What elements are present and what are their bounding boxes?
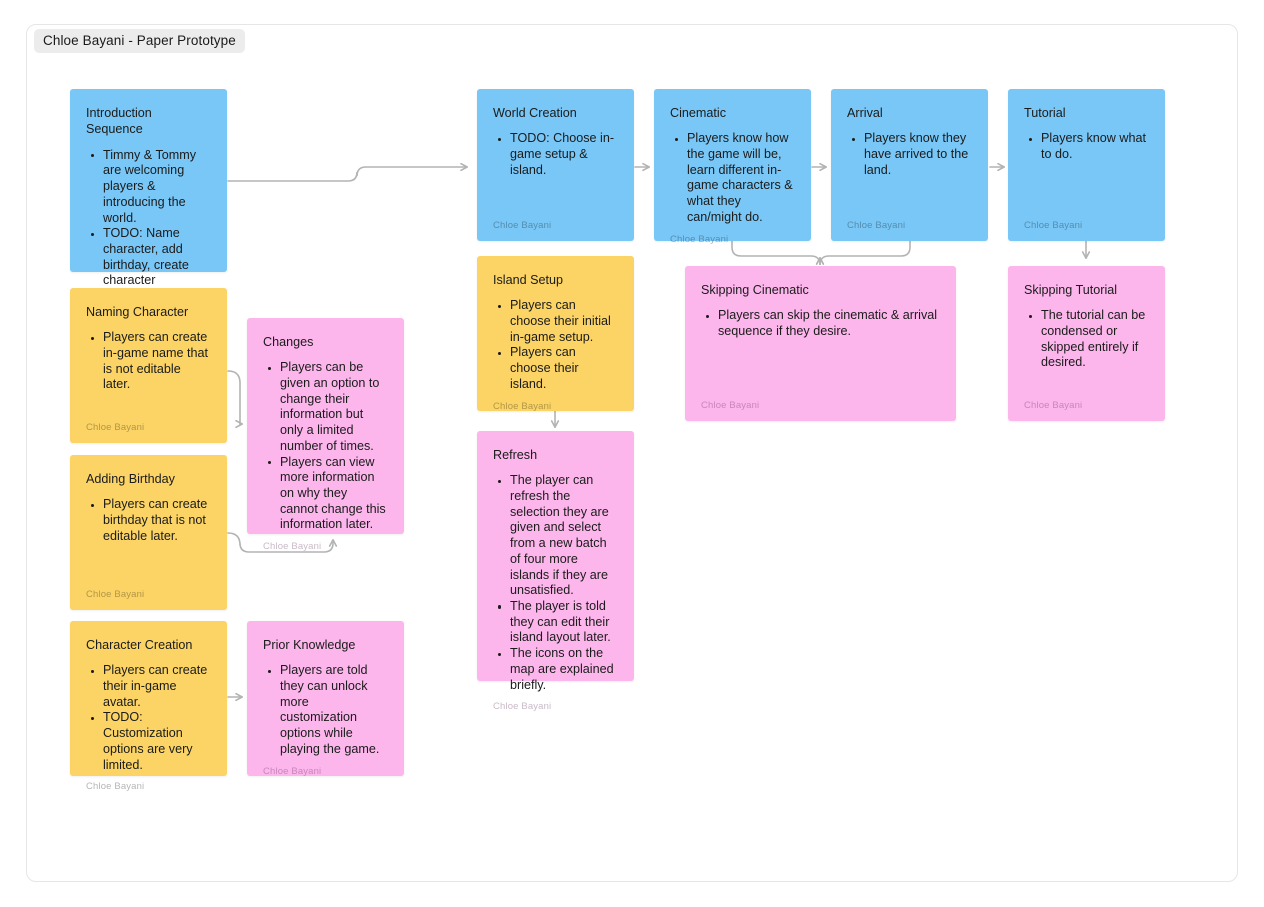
board-title-chip[interactable]: Chloe Bayani - Paper Prototype — [34, 29, 245, 53]
list-item: Players know what to do. — [1024, 131, 1149, 162]
card-author: Chloe Bayani — [86, 781, 145, 793]
list-item: The player is told they can edit their i… — [493, 599, 618, 646]
card-bullet-list: TODO: Choose in-game setup & island. — [493, 131, 618, 212]
card-bullet-list: Players know they have arrived to the la… — [847, 131, 972, 212]
card-bullet-list: The player can refresh the selection the… — [493, 473, 618, 693]
card-title: Skipping Tutorial — [1024, 283, 1118, 297]
list-item: Players can create their in-game avatar. — [86, 663, 211, 710]
card-author: Chloe Bayani — [86, 422, 145, 433]
list-item: Players can view more information on why… — [263, 455, 388, 534]
card-arrival[interactable]: Arrival Players know they have arrived t… — [831, 89, 988, 241]
card-character-creation[interactable]: Character Creation Players can create th… — [70, 621, 227, 792]
list-item: Players can choose their island. — [493, 345, 618, 392]
list-item: TODO: Name character, add birthday, crea… — [86, 226, 211, 289]
card-author: Chloe Bayani — [86, 589, 145, 600]
list-item: Players know they have arrived to the la… — [847, 131, 972, 178]
card-introduction-sequence[interactable]: Introduction Sequence Timmy & Tommy are … — [70, 89, 227, 308]
card-author: Chloe Bayani — [1024, 400, 1083, 411]
card-naming-character[interactable]: Naming Character Players can create in-g… — [70, 288, 227, 443]
card-world-creation[interactable]: World Creation TODO: Choose in-game setu… — [477, 89, 634, 241]
card-title: Refresh — [493, 448, 538, 462]
list-item: The player can refresh the selection the… — [493, 473, 618, 599]
card-bullet-list: Players can create birthday that is not … — [86, 497, 211, 581]
card-author: Chloe Bayani — [670, 233, 729, 245]
card-changes[interactable]: Changes Players can be given an option t… — [247, 318, 404, 552]
list-item: Players can be given an option to change… — [263, 360, 388, 454]
card-tutorial[interactable]: Tutorial Players know what to do. Chloe … — [1008, 89, 1165, 241]
list-item: The icons on the map are explained brief… — [493, 646, 618, 693]
card-author: Chloe Bayani — [1024, 220, 1083, 231]
card-island-setup[interactable]: Island Setup Players can choose their in… — [477, 256, 634, 412]
card-bullet-list: Players can be given an option to change… — [263, 360, 388, 533]
card-author: Chloe Bayani — [493, 701, 552, 713]
card-author: Chloe Bayani — [493, 220, 552, 231]
card-author: Chloe Bayani — [263, 541, 322, 553]
card-adding-birthday[interactable]: Adding Birthday Players can create birth… — [70, 455, 227, 610]
list-item: Players are told they can unlock more cu… — [263, 663, 388, 757]
list-item: TODO: Customization options are very lim… — [86, 710, 211, 773]
list-item: The tutorial can be condensed or skipped… — [1024, 308, 1149, 371]
card-author: Chloe Bayani — [493, 400, 552, 412]
list-item: Players can create birthday that is not … — [86, 497, 211, 544]
card-refresh[interactable]: Refresh The player can refresh the selec… — [477, 431, 634, 712]
card-bullet-list: Players know what to do. — [1024, 131, 1149, 212]
card-skipping-cinematic[interactable]: Skipping Cinematic Players can skip the … — [685, 266, 956, 421]
card-title: Arrival — [847, 106, 883, 120]
list-item: Players can skip the cinematic & arrival… — [701, 308, 940, 339]
card-bullet-list: Players can create in-game name that is … — [86, 330, 211, 414]
card-title: Prior Knowledge — [263, 638, 356, 652]
card-author: Chloe Bayani — [263, 765, 322, 777]
list-item: TODO: Choose in-game setup & island. — [493, 131, 618, 178]
card-bullet-list: Players can choose their initial in-game… — [493, 298, 618, 392]
card-title: Island Setup — [493, 273, 564, 287]
card-title: Cinematic — [670, 106, 726, 120]
card-bullet-list: The tutorial can be condensed or skipped… — [1024, 308, 1149, 392]
card-title: Tutorial — [1024, 106, 1066, 120]
card-bullet-list: Timmy & Tommy are welcoming players & in… — [86, 148, 211, 289]
card-bullet-list: Players are told they can unlock more cu… — [263, 663, 388, 757]
card-title: Changes — [263, 335, 314, 349]
card-bullet-list: Players can skip the cinematic & arrival… — [701, 308, 940, 392]
card-title: Adding Birthday — [86, 472, 175, 486]
list-item: Players can create in-game name that is … — [86, 330, 211, 393]
list-item: Timmy & Tommy are welcoming players & in… — [86, 148, 211, 227]
card-title: Introduction Sequence — [86, 106, 152, 137]
list-item: Players know how the game will be, learn… — [670, 131, 795, 225]
card-skipping-tutorial[interactable]: Skipping Tutorial The tutorial can be co… — [1008, 266, 1165, 421]
card-title: Skipping Cinematic — [701, 283, 809, 297]
card-title: World Creation — [493, 106, 577, 120]
card-bullet-list: Players know how the game will be, learn… — [670, 131, 795, 225]
card-title: Character Creation — [86, 638, 193, 652]
card-author: Chloe Bayani — [701, 400, 760, 411]
card-bullet-list: Players can create their in-game avatar.… — [86, 663, 211, 773]
list-item: Players can choose their initial in-game… — [493, 298, 618, 345]
card-title: Naming Character — [86, 305, 189, 319]
card-prior-knowledge[interactable]: Prior Knowledge Players are told they ca… — [247, 621, 404, 777]
card-author: Chloe Bayani — [847, 220, 906, 231]
card-cinematic[interactable]: Cinematic Players know how the game will… — [654, 89, 811, 245]
